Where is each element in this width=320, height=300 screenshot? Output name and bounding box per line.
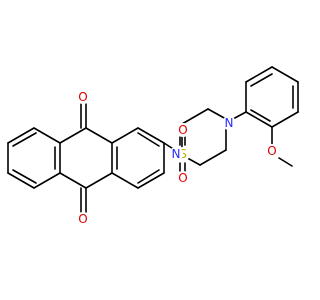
- bond-left-d1: [12, 132, 37, 147]
- atom-o-sulfonyl-top: O: [176, 123, 190, 137]
- molecule-diagram: O O S O O N N O: [7, 66, 299, 226]
- atom-labels: O O S O O N N O: [76, 90, 279, 226]
- bond-n-aryl: [232, 111, 247, 120]
- atom-o-sulfonyl-bottom: O: [176, 171, 190, 185]
- atom-bg: [169, 147, 183, 161]
- bond-central-6: [59, 127, 87, 144]
- bond-pip-5: [199, 149, 227, 166]
- atom-bg: [176, 123, 190, 137]
- atom-bg: [265, 144, 279, 158]
- bond-right-1: [111, 127, 139, 144]
- bond-central-4: [59, 172, 87, 189]
- bond-aryl-2: [245, 66, 273, 83]
- atom-label: O: [178, 171, 187, 185]
- bond-left-4: [7, 172, 35, 189]
- atom-label: O: [178, 123, 187, 137]
- bond-right-d2: [137, 132, 160, 147]
- bond-pip-3: [207, 108, 227, 120]
- bond-pip-2: [181, 108, 209, 125]
- bond-right-5: [111, 172, 139, 189]
- atom-bg: [76, 90, 90, 104]
- atom-o-methoxy: O: [265, 144, 279, 158]
- bonds: [7, 66, 299, 213]
- atom-n-piperazine-left: N: [169, 147, 183, 161]
- bond-right-4: [137, 172, 165, 189]
- bond-left-5: [33, 172, 61, 189]
- atom-label: O: [267, 144, 276, 158]
- bond-left-1: [33, 127, 61, 144]
- bond-central-3: [85, 172, 113, 189]
- bond-aryl-3: [271, 66, 299, 83]
- bond-aryl-5: [271, 111, 299, 128]
- atom-o-carbonyl-bottom: O: [76, 212, 90, 226]
- atom-bg: [176, 171, 190, 185]
- bond-aryl-d1: [250, 73, 273, 87]
- bond-left-d2: [12, 169, 37, 184]
- bond-left-2: [7, 127, 35, 144]
- atom-bg: [222, 116, 236, 130]
- atom-label: N: [225, 116, 234, 130]
- bond-o-ch3: [278, 157, 293, 167]
- atom-bg: [76, 212, 90, 226]
- atom-label: O: [78, 212, 87, 226]
- atom-label: N: [172, 147, 181, 161]
- bond-right-d3: [137, 169, 160, 184]
- bond-aryl-6: [245, 111, 273, 128]
- atom-label: O: [78, 90, 87, 104]
- atom-n-piperazine-right: N: [222, 116, 236, 130]
- bond-right-2: [137, 127, 165, 144]
- bond-aryl-d3: [250, 109, 271, 122]
- bond-central-1: [85, 127, 113, 144]
- atom-o-carbonyl-top: O: [76, 90, 90, 104]
